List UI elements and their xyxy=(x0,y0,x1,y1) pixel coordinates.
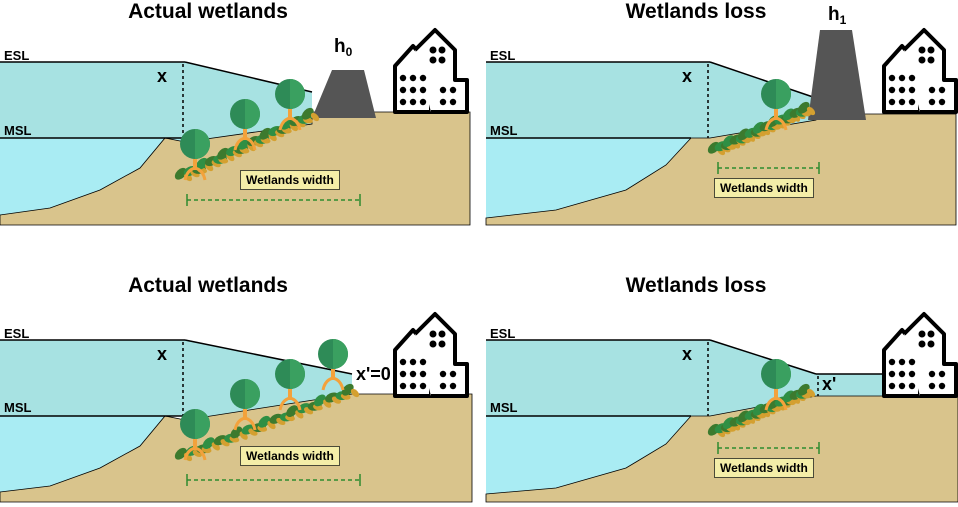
vegetation-leaf xyxy=(310,112,320,122)
x-label: x xyxy=(682,344,693,364)
surge-wedge xyxy=(185,340,352,420)
diagram-canvas xyxy=(485,28,958,226)
mangrove-trees xyxy=(180,339,348,461)
esl-water-zone xyxy=(486,62,710,138)
vegetation-leaf xyxy=(174,167,187,180)
tree-icon xyxy=(275,79,305,131)
esl-water-zone xyxy=(0,340,185,416)
vegetation-leaf xyxy=(314,394,326,407)
diagram-canvas xyxy=(0,312,473,503)
tree-icon xyxy=(318,339,348,391)
esl-label: ESL xyxy=(4,326,30,341)
house-icon xyxy=(882,28,958,114)
house-icon xyxy=(393,28,469,114)
vegetation-leaf xyxy=(806,106,816,116)
mangrove-trees xyxy=(180,79,305,181)
house-icon xyxy=(393,312,469,398)
vegetation-leaf xyxy=(341,383,354,396)
wetlands-width-label: Wetlands width xyxy=(714,178,814,198)
levee-icon xyxy=(312,70,376,118)
x-label: x xyxy=(682,66,693,86)
sea-water xyxy=(0,416,165,492)
house-icon xyxy=(882,312,958,398)
msl-label: MSL xyxy=(4,123,32,138)
levee-icon xyxy=(808,30,866,120)
tree-icon xyxy=(761,79,791,131)
sea-water xyxy=(486,416,691,494)
panel-wetlands-loss-no-levee: Wetlands loss ESL MSL x x' Wetlands widt… xyxy=(485,262,958,507)
vegetation-leaf xyxy=(217,147,229,160)
esl-label: ESL xyxy=(490,326,516,341)
esl-slope-line xyxy=(709,339,817,375)
vegetation-leaf xyxy=(797,101,810,114)
x-label: x xyxy=(157,344,168,364)
vegetation-leaf xyxy=(230,426,243,439)
levee-height-label: h1 xyxy=(828,4,847,27)
vegetation-leaf xyxy=(350,388,360,398)
tree-icon xyxy=(180,409,210,461)
tree-icon xyxy=(180,129,210,181)
vegetation-leaf xyxy=(301,107,314,120)
vegetation-leaf xyxy=(196,157,208,170)
panel-title: Actual wetlands xyxy=(128,0,288,23)
surge-wedge xyxy=(710,340,958,416)
land xyxy=(0,111,471,226)
tree-icon xyxy=(275,359,305,411)
panel-title: Wetlands loss xyxy=(625,0,767,23)
wetlands-width-label: Wetlands width xyxy=(240,446,340,466)
esl-water-zone xyxy=(486,340,710,416)
esl-water-zone xyxy=(0,62,185,138)
esl-label: ESL xyxy=(4,48,30,63)
msl-label: MSL xyxy=(4,400,32,415)
msl-label: MSL xyxy=(490,400,518,415)
panel-actual-wetlands-no-levee: Actual wetlands ESL MSL x x'=0 Wetlands … xyxy=(0,262,473,507)
diagram-canvas xyxy=(0,28,471,226)
panel-title: Wetlands loss xyxy=(625,274,767,297)
tree-icon xyxy=(761,359,791,411)
vegetation-leaf xyxy=(174,447,187,460)
esl-slope-line xyxy=(709,61,817,99)
vegetation-leaf xyxy=(259,127,272,140)
mangrove-trees xyxy=(761,359,791,411)
esl-slope-line xyxy=(184,339,353,375)
sea-water xyxy=(486,138,691,218)
panel-actual-wetlands-levee: Actual wetlands ESL MSL x h0 Wetlands wi… xyxy=(0,0,473,245)
wetlands-width-label: Wetlands width xyxy=(714,458,814,478)
vegetation-leaf xyxy=(202,437,215,449)
mangrove-trees xyxy=(761,79,791,131)
msl-label: MSL xyxy=(490,123,518,138)
x-prime-label: x'=0 xyxy=(356,364,391,384)
vegetation-leaf xyxy=(797,383,810,396)
vegetation-leaf xyxy=(806,388,816,398)
tree-icon xyxy=(230,99,260,151)
diagram-canvas xyxy=(485,312,958,503)
x-prime-label: x' xyxy=(822,374,837,394)
vegetation-leaf xyxy=(286,405,298,417)
sea-water xyxy=(0,138,165,215)
levee-height-label: h0 xyxy=(334,36,353,59)
land xyxy=(485,395,958,503)
vegetation-leaf xyxy=(258,415,271,428)
x-label: x xyxy=(157,66,168,86)
esl-label: ESL xyxy=(490,48,516,63)
panel-wetlands-loss-levee: Wetlands loss ESL MSL x h1 Wetlands widt… xyxy=(485,0,958,245)
tree-icon xyxy=(230,379,260,431)
wetlands-width-label: Wetlands width xyxy=(240,170,340,190)
panel-title: Actual wetlands xyxy=(128,274,288,297)
